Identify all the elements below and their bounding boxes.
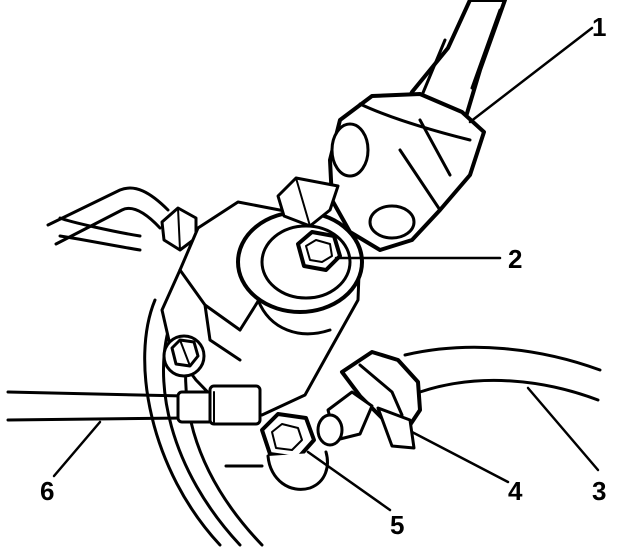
callout-6: 6	[40, 476, 54, 506]
callout-2: 2	[508, 244, 522, 274]
hose-fitting	[316, 390, 374, 447]
pinch-bolt	[296, 230, 342, 272]
hose-clamp	[340, 350, 422, 450]
callout-1: 1	[592, 12, 606, 42]
pressure-line	[6, 384, 262, 426]
callout-5: 5	[390, 510, 404, 540]
mounting-bolt-left	[162, 334, 206, 378]
callout-3: 3	[592, 476, 606, 506]
universal-joint	[276, 92, 486, 252]
callout-4: 4	[508, 476, 523, 506]
leader-lines	[52, 26, 600, 512]
fitting-nut	[224, 412, 329, 491]
callout-labels: 1 2 3 4 5 6	[40, 12, 606, 540]
hose-return	[403, 345, 602, 402]
steel-line-upper	[46, 186, 198, 252]
